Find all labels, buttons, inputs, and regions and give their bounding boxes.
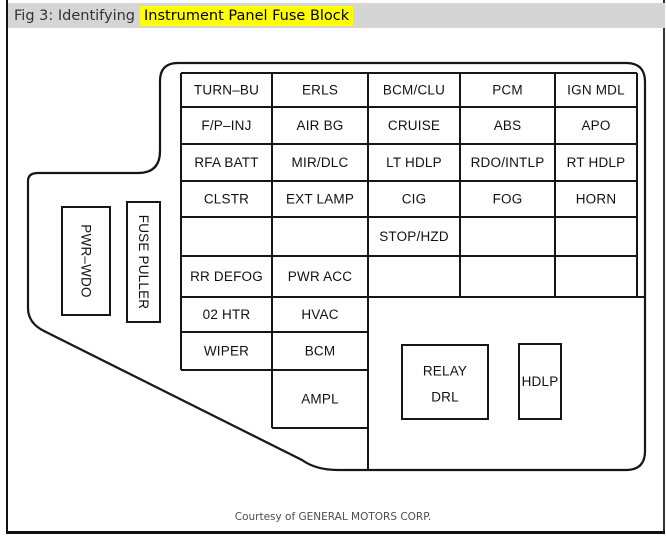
relay-drl-box [401, 344, 489, 420]
fuse-cell-label: ABS [494, 118, 522, 133]
fuse-cell-label: AMPL [301, 392, 339, 407]
fuse-cell-label: CIG [402, 192, 427, 207]
fuse-cell-label: AIR BG [297, 118, 344, 133]
fuse-cell-label: ERLS [302, 83, 338, 98]
fuse-cell-label: BCM/CLU [383, 83, 445, 98]
fuse-cell-label: LT HDLP [386, 155, 442, 170]
fuse-cell-label: STOP/HZD [379, 229, 449, 244]
fuse-grid-lines [180, 72, 645, 470]
pwr-wdo-label: PWR–WDO [79, 224, 94, 297]
fuse-cell-label: RFA BATT [194, 155, 258, 170]
page-border-right [663, 0, 665, 534]
fuse-cell-label: RT HDLP [567, 155, 626, 170]
fuse-puller-box [126, 201, 161, 323]
fuse-cell-label: APO [581, 118, 610, 133]
fuse-puller-label: FUSE PULLER [136, 215, 151, 310]
fuse-cell-label: BCM [305, 344, 336, 359]
hdlp-box [518, 343, 562, 420]
pwr-wdo-box [61, 206, 111, 316]
fuse-cell-label: WIPER [204, 344, 249, 359]
fuse-cell-label: MIR/DLC [292, 155, 349, 170]
figure-title-highlight: Instrument Panel Fuse Block [140, 5, 354, 26]
fuse-cell-label: HVAC [301, 307, 338, 322]
fuse-cell-label: PCM [492, 83, 523, 98]
fuse-cell-label: IGN MDL [567, 83, 625, 98]
fuse-cell-label: RDO/INTLP [471, 155, 545, 170]
fuse-cell-label: RR DEFOG [190, 269, 263, 284]
page-border-left [6, 0, 8, 534]
fuse-cell-label: F/P–INJ [201, 118, 251, 133]
figure-title-prefix: Fig 3: Identifying [14, 7, 136, 24]
fuse-grid-labels: TURN–BU ERLS BCM/CLU PCM IGN MDL F/P–INJ… [190, 83, 625, 407]
fuse-cell-label: PWR ACC [288, 269, 352, 284]
fuse-cell-label: 02 HTR [203, 307, 251, 322]
fuse-cell-label: TURN–BU [194, 83, 259, 98]
fuse-block-outline [26, 61, 647, 472]
fuse-cell-label: FOG [493, 192, 523, 207]
fuse-cell-label: EXT LAMP [286, 192, 354, 207]
relay-drl-label-line2: DRL [431, 390, 459, 405]
fuse-cell-label: CLSTR [204, 192, 249, 207]
fuse-cell-label: CRUISE [388, 118, 440, 133]
page-border-bottom [6, 531, 665, 534]
courtesy-credit: Courtesy of GENERAL MOTORS CORP. [234, 511, 432, 523]
fuse-cell-label: HORN [576, 192, 617, 207]
hdlp-label: HDLP [522, 374, 559, 389]
relay-drl-label-line1: RELAY [423, 364, 467, 379]
